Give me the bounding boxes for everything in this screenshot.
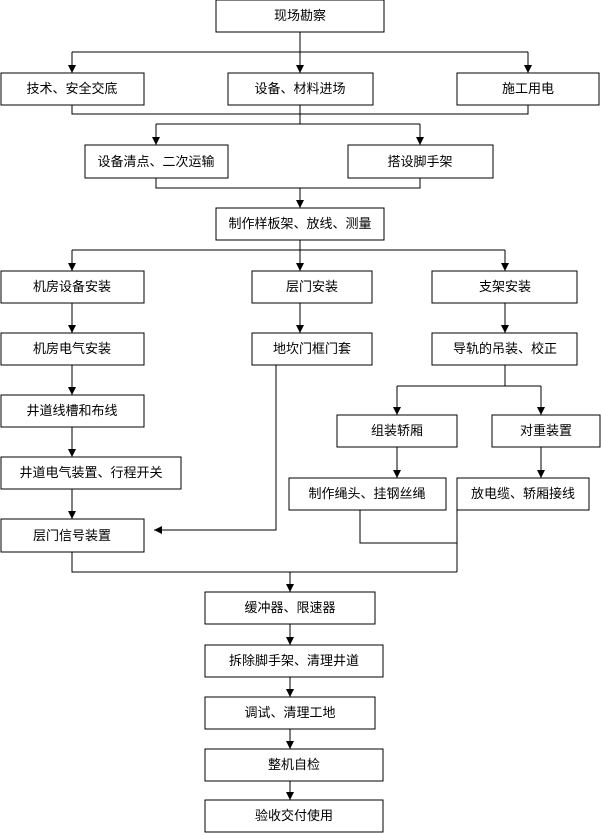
step-machine-room: 机房设备安装 [0,270,145,304]
step-counterweight: 对重装置 [491,414,601,448]
step-car-label: 组装轿厢 [371,424,423,439]
step-bracket: 支架安装 [431,270,578,304]
step-rope-label: 制作绳头、挂钢丝绳 [308,487,425,502]
step-shaft-electric-label: 井道电气装置、行程开关 [19,465,162,481]
step-acceptance: 验收交付使用 [204,799,384,833]
step-sill-frame-label: 地坎门框门套 [273,341,351,357]
step-landing-door: 层门安装 [251,270,373,304]
connector [155,178,421,189]
step-cable: 放电缆、轿厢接线 [456,477,590,511]
step-scaffold: 搭设脚手架 [347,144,494,179]
connector [359,510,457,544]
step-trunking: 井道线槽和布线 [0,394,145,428]
step-sill-frame: 地坎门框门套 [251,332,373,366]
connector [71,552,457,573]
step-handover-label: 技术、安全交底 [26,81,117,97]
step-delivery: 设备、材料进场 [227,72,374,106]
step-inventory: 设备清点、二次运输 [84,144,229,179]
step-machine-electric: 机房电气安装 [0,332,145,366]
step-machine-room-label: 机房设备安装 [33,279,111,295]
step-dismantle-label: 拆除脚手架、清理井道 [229,653,359,669]
step-signal: 层门信号装置 [0,518,145,553]
step-car: 组装轿厢 [336,414,458,448]
step-delivery-label: 设备、材料进场 [254,81,345,97]
step-template: 制作样板架、放线、测量 [215,207,385,241]
step-self-check-label: 整机自检 [268,758,320,773]
step-landing-door-label: 层门安装 [286,280,338,295]
step-handover: 技术、安全交底 [0,72,145,106]
step-rope: 制作绳头、挂钢丝绳 [288,477,447,511]
step-trunking-label: 井道线槽和布线 [26,404,117,419]
step-dismantle: 拆除脚手架、清理井道 [204,644,384,678]
step-signal-label: 层门信号装置 [33,529,111,544]
step-cable-label: 放电缆、轿厢接线 [471,486,575,502]
step-scaffold-label: 搭设脚手架 [387,154,452,170]
step-machine-electric-label: 机房电气安装 [33,341,111,357]
step-rail-label: 导轨的吊装、校正 [453,341,557,357]
step-self-check: 整机自检 [204,748,384,782]
step-acceptance-label: 验收交付使用 [255,808,333,824]
step-buffer: 缓冲器、限速器 [204,591,376,625]
step-bracket-label: 支架安装 [479,280,531,295]
step-commissioning-label: 调试、清理工地 [244,706,335,721]
step-rail: 导轨的吊装、校正 [431,332,578,366]
step-commissioning: 调试、清理工地 [204,696,376,730]
step-template-label: 制作样板架、放线、测量 [228,217,371,232]
step-power-label: 施工用电 [502,82,554,97]
step-counterweight-label: 对重装置 [520,423,572,439]
step-power: 施工用电 [456,72,600,106]
step-survey-label: 现场勘察 [274,9,326,24]
step-buffer-label: 缓冲器、限速器 [244,601,335,616]
step-inventory-label: 设备清点、二次运输 [97,154,214,170]
step-shaft-electric: 井道电气装置、行程开关 [0,456,182,490]
connectors [68,32,545,800]
connector [154,365,277,534]
step-survey: 现场勘察 [215,0,385,33]
